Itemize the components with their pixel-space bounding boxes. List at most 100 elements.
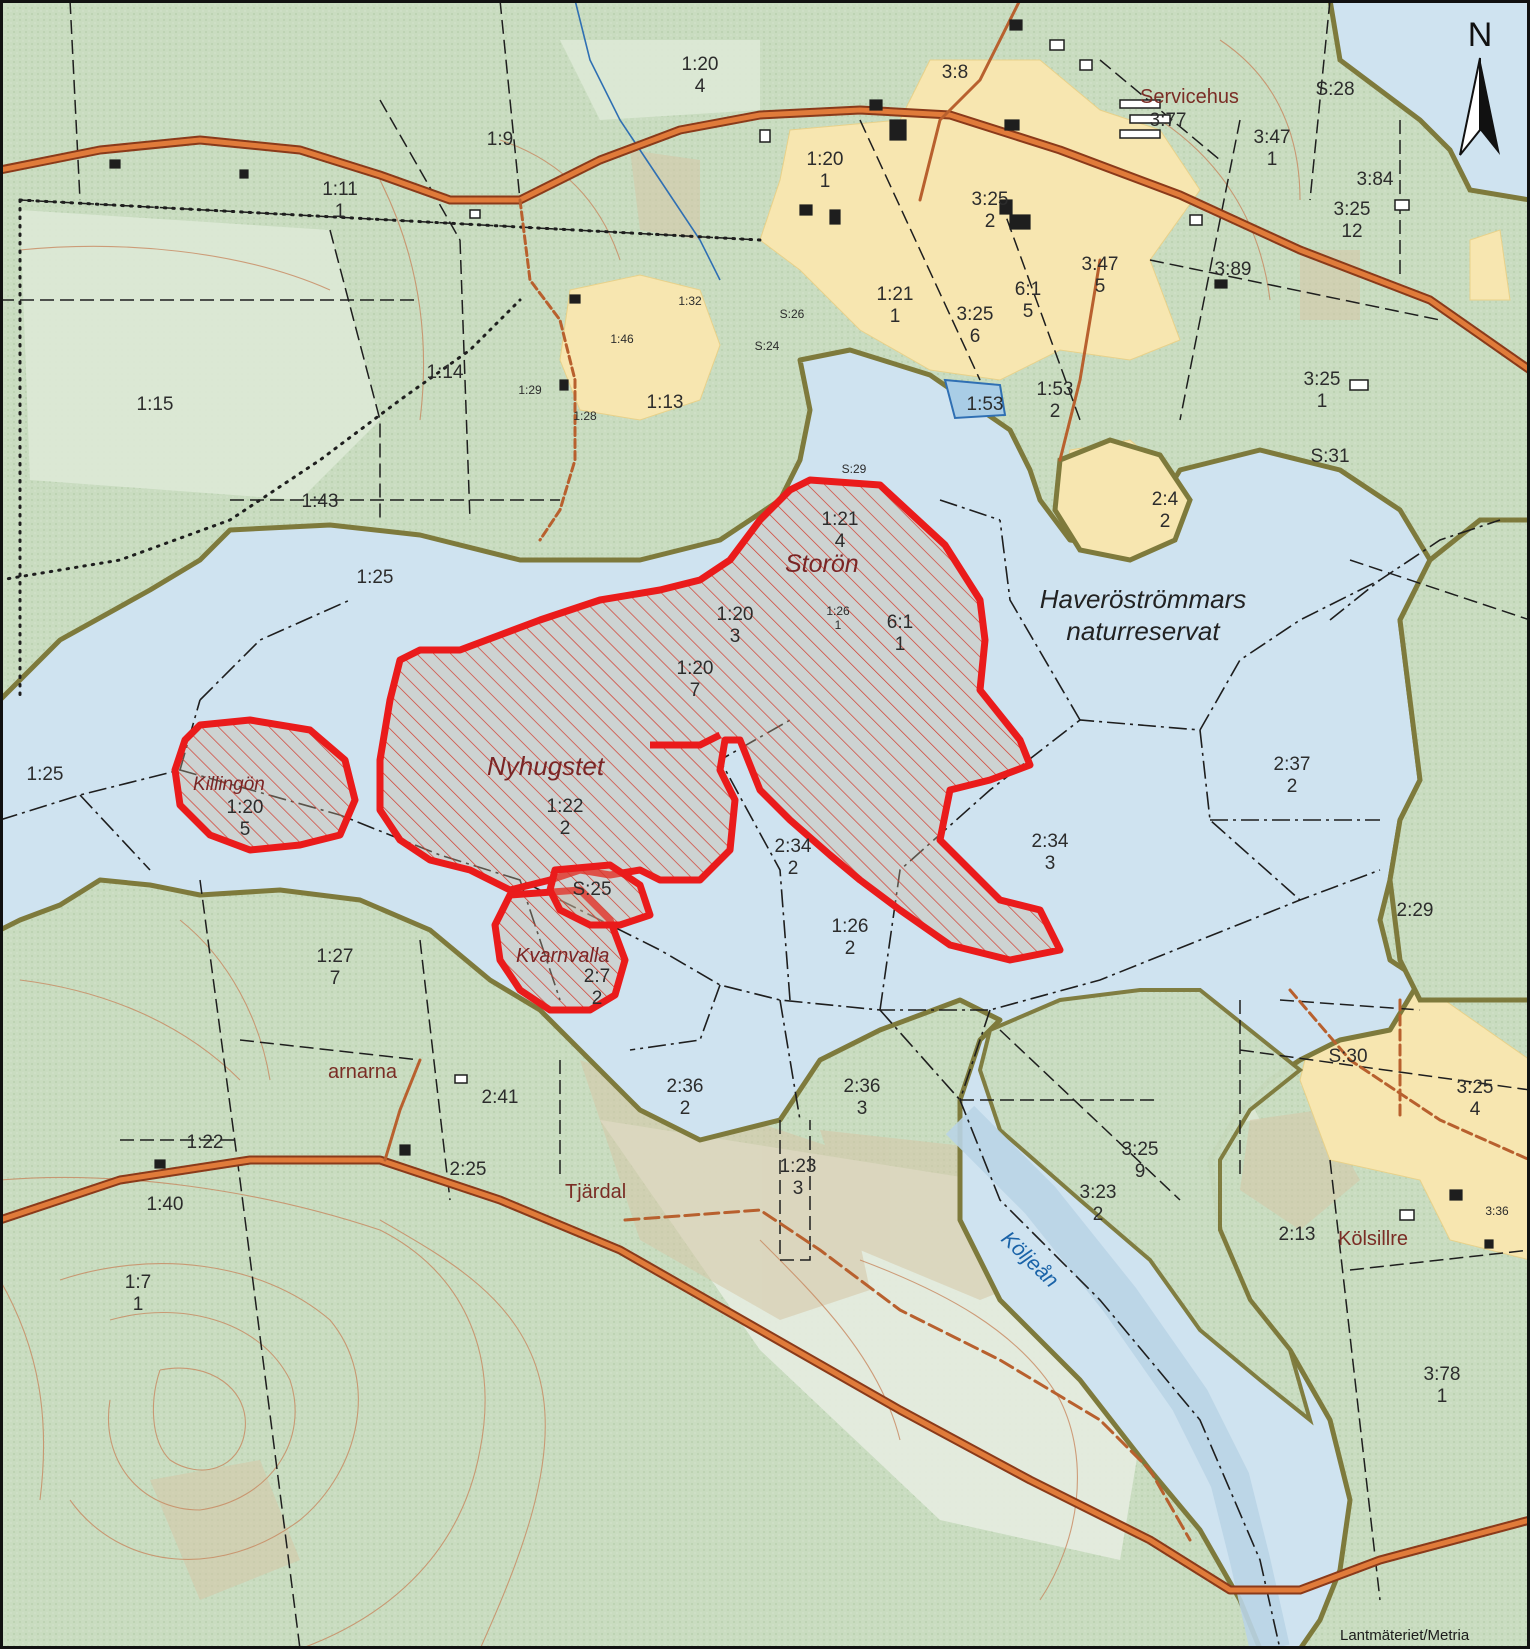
forest-south-east xyxy=(977,988,1314,1426)
river-lower xyxy=(945,1105,1290,1649)
parcel-label-number: 1 xyxy=(1267,149,1278,170)
parcel-label-number: 4 xyxy=(695,76,706,97)
parcel-label: 3:25 xyxy=(1122,1139,1159,1160)
label-killingon: Killingön xyxy=(193,774,265,795)
parcel-label: 2:25 xyxy=(450,1159,487,1180)
parcel-label-number: 2 xyxy=(1050,401,1061,422)
parcel-label: 2:13 xyxy=(1279,1224,1316,1245)
parcel-label: 2:36 xyxy=(844,1076,881,1097)
parcel-label: 1:20 xyxy=(717,604,754,625)
peninsula-east xyxy=(1387,517,1530,1003)
parcel-label-number: 2 xyxy=(680,1098,691,1119)
parcel-label-number: 5 xyxy=(1095,276,1106,297)
parcel-label-number: 6 xyxy=(970,326,981,347)
parcel-label: 1:20 xyxy=(677,658,714,679)
place-tjardal: Tjärdal xyxy=(565,1181,626,1203)
pond xyxy=(943,378,1007,420)
parcel-label: 6:1 xyxy=(1015,279,1041,300)
parcel-label: 2:41 xyxy=(482,1087,519,1108)
parcel-label: 1:28 xyxy=(573,409,597,423)
parcel-label: 3:36 xyxy=(1485,1204,1509,1218)
north-label: N xyxy=(1468,16,1493,54)
parcel-label: 3:89 xyxy=(1215,259,1252,280)
lake-north xyxy=(1327,0,1530,203)
buildings xyxy=(109,19,1494,1249)
parcel-label-number: 2 xyxy=(592,988,603,1009)
parcel-label-number: 2 xyxy=(1287,776,1298,797)
parcel-label: 3:25 xyxy=(1457,1077,1494,1098)
parcel-label: 1:21 xyxy=(822,509,859,530)
parcel-label: 3:23 xyxy=(1080,1182,1117,1203)
parcel-label: 3:84 xyxy=(1357,169,1394,190)
parcel-label: 3:47 xyxy=(1254,127,1291,148)
parcel-label: 1:21 xyxy=(877,284,914,305)
parcel-label: 1:20 xyxy=(807,149,844,170)
parcel-label: 1:43 xyxy=(302,491,339,512)
island-north xyxy=(1052,437,1193,563)
parcel-label-number: 1 xyxy=(1317,391,1328,412)
parcel-label-number: 4 xyxy=(835,531,846,552)
parcel-label: 2:34 xyxy=(775,836,812,857)
parcel-label-number: 7 xyxy=(330,968,341,989)
parcel-label: 2:36 xyxy=(667,1076,704,1097)
parcel-label-number: 3 xyxy=(793,1178,804,1199)
parcel-label: 1:25 xyxy=(357,567,394,588)
place-kolsillre: Kölsillre xyxy=(1338,1228,1408,1250)
parcel-label-number: 4 xyxy=(1470,1099,1481,1120)
parcel-label: 1:9 xyxy=(487,129,513,150)
parcel-label: 1:7 xyxy=(125,1272,151,1293)
north-arrow: N xyxy=(1459,16,1500,156)
parcel-label: S:26 xyxy=(780,307,805,321)
parcel-label: 2:29 xyxy=(1397,900,1434,921)
parcel-label-number: 3 xyxy=(857,1098,868,1119)
label-kvarnvalla: Kvarnvalla xyxy=(516,945,609,967)
map-credit: Lantmäteriet/Metria xyxy=(1340,1627,1470,1644)
area-storon-nyhugstet[interactable] xyxy=(376,476,1064,964)
parcel-label: 1:22 xyxy=(547,796,584,817)
parcel-label-number: 1 xyxy=(835,618,842,632)
parcel-label: 1:53 xyxy=(967,394,1004,415)
label-storon: Storön xyxy=(785,550,859,578)
parcel-label: 1:27 xyxy=(317,946,354,967)
parcel-label: S:29 xyxy=(842,462,867,476)
parcel-label-number: 1 xyxy=(895,634,906,655)
parcel-label: 2:37 xyxy=(1274,754,1311,775)
parcel-label: 1:40 xyxy=(147,1194,184,1215)
reserve-name-line2: naturreservat xyxy=(1066,616,1221,646)
parcel-label-number: 1 xyxy=(1437,1386,1448,1407)
storon-inner-cut xyxy=(650,731,722,749)
parcel-label: 1:53 xyxy=(1037,379,1074,400)
parcel-label: 1:26 xyxy=(832,916,869,937)
parcel-label: 1:13 xyxy=(647,392,684,413)
parcel-label-number: 2 xyxy=(985,211,996,232)
label-nyhugstet: Nyhugstet xyxy=(487,751,606,781)
parcel-label: S:25 xyxy=(572,879,611,900)
highlighted-areas[interactable] xyxy=(171,476,1064,1014)
reserve-name-line1: Haveröströmmars xyxy=(1040,584,1247,614)
parcel-label-number: 9 xyxy=(1135,1161,1146,1182)
place-servicehus: Servicehus xyxy=(1140,86,1239,108)
parcel-label: 1:23 xyxy=(780,1156,817,1177)
building-outlines xyxy=(454,39,1415,1221)
parcel-labels: 1:2041:91:151:141:131:1111:431:251:251:2… xyxy=(27,54,1509,1407)
parcel-label: 3:25 xyxy=(1334,199,1371,220)
parcel-label: S:24 xyxy=(755,339,780,353)
parcel-label-number: 3 xyxy=(730,626,741,647)
parcel-label: 3:77 xyxy=(1150,110,1187,131)
parcel-label: 3:47 xyxy=(1082,254,1119,275)
parcel-label: S:28 xyxy=(1315,79,1354,100)
river xyxy=(574,0,721,281)
parcel-label: 1:11 xyxy=(322,179,358,200)
area-s25[interactable] xyxy=(546,861,654,929)
parcel-label-number: 2 xyxy=(1093,1204,1104,1225)
parcel-label: 2:4 xyxy=(1152,489,1179,510)
area-killingon[interactable] xyxy=(171,716,359,854)
parcel-label-number: 1 xyxy=(133,1294,144,1315)
parcel-label: 1:46 xyxy=(610,332,634,346)
parcel-label: 2:7 xyxy=(584,966,610,987)
parcel-label-number: 2 xyxy=(560,818,571,839)
parcel-label-number: 3 xyxy=(1045,853,1056,874)
